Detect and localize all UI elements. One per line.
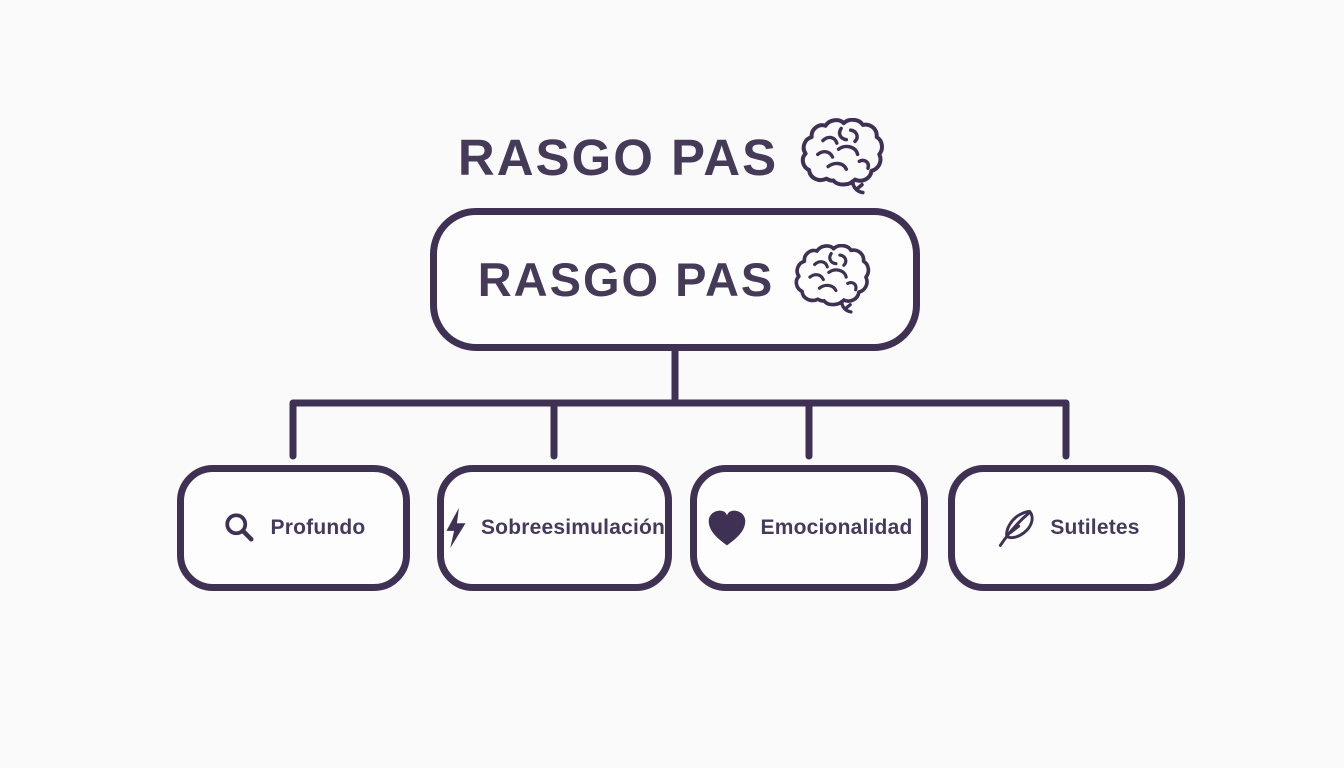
child-node-label: Sobreesimulación bbox=[480, 516, 666, 539]
lightning-icon bbox=[446, 507, 466, 549]
diagram-title: RASGO PAS bbox=[0, 112, 1344, 202]
brain-icon bbox=[800, 118, 885, 195]
child-node-label: Sutiletes bbox=[1050, 516, 1140, 539]
root-node-label: RASGO PAS bbox=[477, 253, 775, 306]
child-node-label: Emocionalidad bbox=[760, 516, 913, 539]
child-node-profundo: Profundo bbox=[177, 465, 410, 591]
root-node: RASGO PAS bbox=[430, 208, 920, 351]
feather-icon bbox=[999, 510, 1034, 547]
diagram-title-text: RASGO PAS bbox=[457, 128, 779, 186]
child-node-label: Profundo bbox=[270, 516, 366, 539]
child-node-emocionalidad: Emocionalidad bbox=[690, 465, 928, 591]
child-node-sobreesimulacion: Sobreesimulación bbox=[437, 465, 672, 591]
child-node-sutiletes: Sutiletes bbox=[948, 465, 1185, 591]
search-icon bbox=[224, 513, 254, 542]
brain-icon bbox=[794, 244, 871, 314]
heart-icon bbox=[708, 510, 745, 546]
